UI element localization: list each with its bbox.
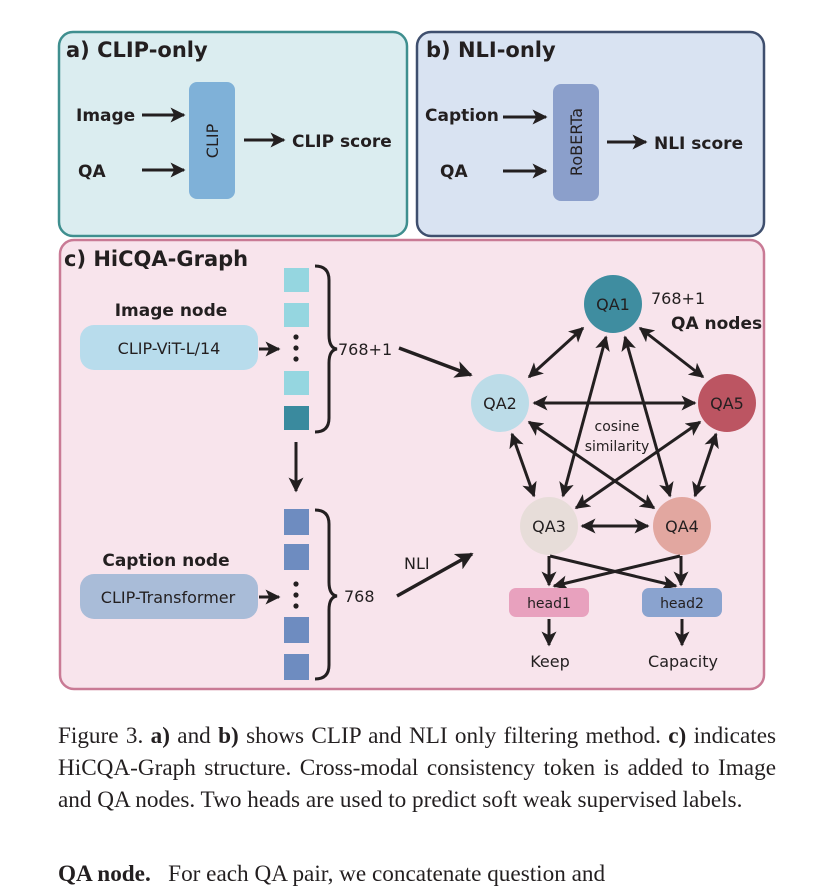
image-brace (314, 264, 338, 434)
qa-edges (509, 326, 719, 534)
image-token (284, 303, 309, 327)
cosine-label: cosine (595, 419, 640, 435)
clip-transformer-label: CLIP-Transformer (101, 588, 236, 607)
qa-node-3: QA3 (520, 497, 578, 555)
nli-score-label: NLI score (654, 134, 743, 154)
caption-rest: indicates HiCQA-Graph structure. Cross-m… (58, 723, 777, 813)
caption-brace (314, 508, 338, 681)
roberta-block (553, 84, 599, 201)
head-edges (541, 554, 689, 591)
edge-qa5-qa3 (574, 420, 702, 510)
head-box (509, 588, 589, 617)
panel-c-title: c) HiCQA-Graph (64, 247, 248, 271)
panel-a-title: a) CLIP-only (66, 38, 208, 62)
clip-vit-encoder (80, 325, 258, 370)
clip-transformer-encoder (80, 574, 258, 619)
qa-node-label: QA2 (483, 394, 517, 413)
paragraph-heading: QA node. (58, 861, 151, 887)
image-token (284, 268, 309, 292)
hicqa-figure: a) CLIP-only Image QA CLIP CLIP score b)… (57, 30, 766, 691)
consistency-token (284, 406, 309, 430)
arrow-image-to-qa2 (398, 346, 473, 378)
panel-nli-only: b) NLI-only Caption QA RoBERTa NLI score (415, 30, 766, 238)
ellipsis-dot (293, 581, 299, 587)
ellipsis-dot (293, 592, 299, 598)
next-paragraph: QA node. For each QA pair, we concatenat… (58, 858, 776, 890)
head-box (642, 588, 722, 617)
clip-vit-label: CLIP-ViT-L/14 (118, 339, 221, 358)
qa-node-label: QA3 (532, 517, 566, 536)
clip-score-label: CLIP score (292, 132, 392, 152)
ellipsis-dot (293, 334, 299, 340)
caption-node-heading: Caption node (102, 551, 229, 571)
input-image-label: Image (76, 106, 135, 126)
qa-node-2: QA2 (471, 374, 529, 432)
image-dim-label: 768+1 (338, 340, 392, 359)
capacity-output-label: Capacity (648, 652, 718, 671)
qa-node-circle (698, 374, 756, 432)
caption-token (284, 654, 309, 680)
head-1: head1 Keep (509, 588, 589, 671)
qa-node-circle (471, 374, 529, 432)
head-2: head2 Capacity (642, 588, 722, 671)
keep-output-label: Keep (530, 652, 570, 671)
edge-qa5-qa4 (692, 432, 719, 498)
similarity-label: similarity (585, 439, 650, 455)
caption-mid: shows CLIP and NLI only filtering method… (238, 723, 669, 749)
ellipsis-dot (293, 345, 299, 351)
ellipsis-dot (293, 356, 299, 362)
image-token-stack (284, 268, 309, 430)
qa-node-label: QA4 (665, 517, 699, 536)
caption-token (284, 617, 309, 643)
input-caption-label: Caption (425, 106, 499, 126)
input-qa-label-b: QA (440, 162, 468, 182)
qa-node-5: QA5 (698, 374, 756, 432)
panel-clip-only: a) CLIP-only Image QA CLIP CLIP score (57, 30, 409, 238)
caption-and: and (169, 723, 219, 749)
caption-token (284, 509, 309, 535)
input-qa-label: QA (78, 162, 106, 182)
panel-b-title: b) NLI-only (426, 38, 556, 62)
caption-ref-c: c) (668, 723, 687, 749)
caption-ref-b: b) (218, 723, 239, 749)
nli-edge-label: NLI (404, 554, 430, 573)
figure-caption: Figure 3. a) and b) shows CLIP and NLI o… (58, 720, 776, 816)
caption-token (284, 544, 309, 570)
edge-qa4-head1 (552, 554, 681, 591)
qa-node-label: QA1 (596, 295, 630, 314)
caption-prefix: Figure 3. (58, 723, 151, 749)
clip-block (189, 82, 235, 199)
caption-ref-a: a) (150, 723, 170, 749)
head-label: head2 (660, 596, 704, 612)
caption-token-stack (284, 509, 309, 680)
clip-block-label: CLIP (203, 123, 222, 158)
image-token (284, 371, 309, 395)
caption-dim-label: 768 (344, 587, 375, 606)
arrow-caption-to-qa3 (396, 552, 474, 598)
ellipsis-dot (293, 603, 299, 609)
roberta-block-label: RoBERTa (567, 108, 586, 176)
qa-node-1: QA1 (584, 275, 642, 333)
panel-hicqa-graph: c) HiCQA-Graph Image node CLIP-ViT-L/14 … (58, 238, 766, 691)
qa-node-circle (653, 497, 711, 555)
paragraph-text: For each QA pair, we concatenate questio… (150, 861, 606, 887)
qa-node-circle (520, 497, 578, 555)
image-node-heading: Image node (115, 301, 228, 321)
head-label: head1 (527, 596, 571, 612)
qa-nodes-heading: QA nodes (671, 314, 762, 334)
qa-node-4: QA4 (653, 497, 711, 555)
qa-node-circle (584, 275, 642, 333)
qa-node-label: QA5 (710, 394, 744, 413)
qa-dim-label: 768+1 (651, 289, 705, 308)
